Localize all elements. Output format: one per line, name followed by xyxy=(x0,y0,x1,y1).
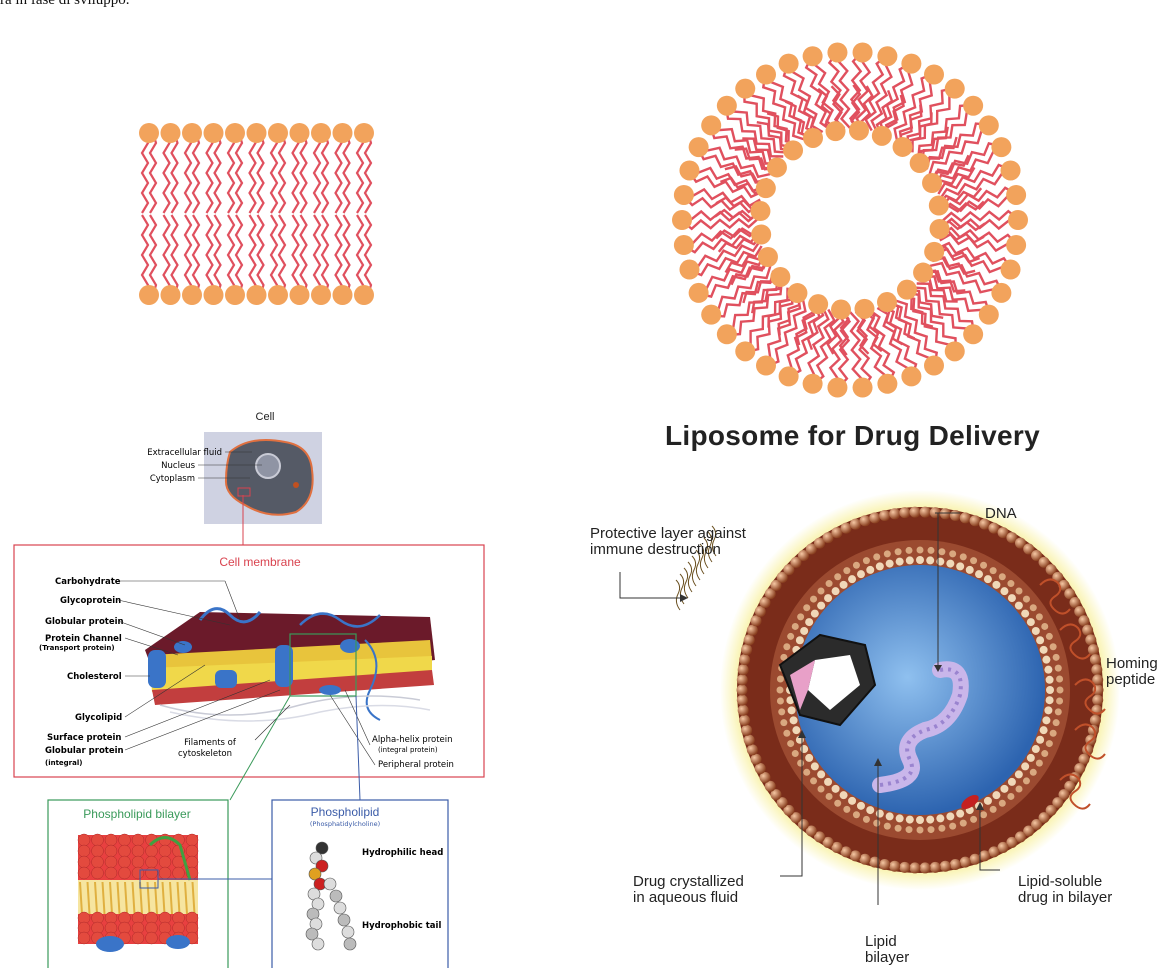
label-transport-protein: (Transport protein) xyxy=(39,644,115,652)
label-carbohydrate: Carbohydrate xyxy=(55,577,121,587)
cell-membrane-diagram: Cell Extracellular fluid Nucleus Cytopla… xyxy=(0,400,500,968)
phospholipid-bilayer-illustration xyxy=(135,105,375,315)
label-integral-protein: (integral protein) xyxy=(378,746,438,754)
label-globular-protein: Globular protein xyxy=(45,617,124,627)
label-protein-channel: Protein Channel xyxy=(45,634,122,644)
label-glycolipid: Glycolipid xyxy=(75,713,122,723)
nucleus xyxy=(256,454,280,478)
cell-label-cytoplasm: Cytoplasm xyxy=(150,474,195,484)
phospholipid-subtitle: (Phosphatidylcholine) xyxy=(310,820,380,828)
label-surface-protein: Surface protein xyxy=(47,733,121,743)
label-protective-layer: Protective layer against immune destruct… xyxy=(590,526,746,558)
liposome-title: Liposome for Drug Delivery xyxy=(665,420,1040,452)
label-dna: DNA xyxy=(985,506,1017,522)
liposome-ring-illustration xyxy=(660,40,1040,400)
cell-membrane-title: Cell membrane xyxy=(219,555,301,569)
label-cytoskeleton: cytoskeleton xyxy=(178,749,232,759)
phospholipid-title: Phospholipid xyxy=(311,805,380,819)
label-lipid-bilayer: Lipid bilayer xyxy=(865,934,909,966)
label-alpha-helix: Alpha-helix protein xyxy=(372,735,453,745)
label-peripheral-protein: Peripheral protein xyxy=(378,760,454,770)
cell-label-nucleus: Nucleus xyxy=(161,461,195,471)
phospholipid-bilayer-title: Phospholipid bilayer xyxy=(83,807,190,821)
label-globular-protein-integral: Globular protein xyxy=(45,746,124,756)
label-hydrophobic-tail: Hydrophobic tail xyxy=(362,921,441,931)
cell-label-extracellular: Extracellular fluid xyxy=(147,448,222,458)
page-caption: ra in fase di sviluppo. xyxy=(0,0,130,9)
label-drug-crystallized: Drug crystallized in aqueous fluid xyxy=(633,874,744,906)
label-cholesterol: Cholesterol xyxy=(67,672,122,682)
cell-title: Cell xyxy=(256,411,275,423)
label-homing-peptide: Homing peptide xyxy=(1106,656,1158,688)
organelle xyxy=(293,482,299,488)
label-glycoprotein: Glycoprotein xyxy=(60,596,121,606)
label-integral: (integral) xyxy=(45,759,82,767)
label-lipid-soluble-drug: Lipid-soluble drug in bilayer xyxy=(1018,874,1112,906)
label-hydrophilic-head: Hydrophilic head xyxy=(362,848,443,858)
label-filaments-of: Filaments of xyxy=(184,738,237,748)
